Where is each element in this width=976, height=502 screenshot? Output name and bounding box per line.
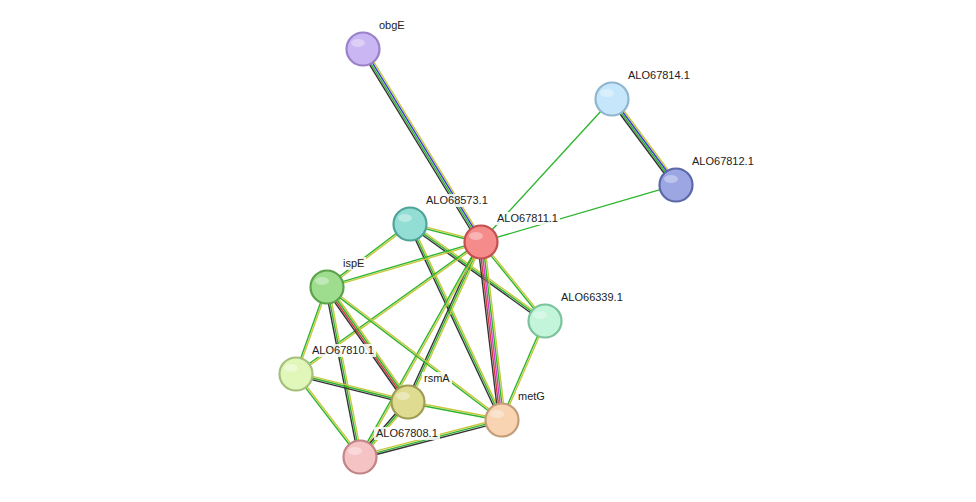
node-highlight <box>469 232 483 240</box>
interaction-edge <box>305 387 350 445</box>
protein-node: ALO67810.1 <box>278 356 314 392</box>
node-highlight <box>533 311 547 319</box>
node-label: metG <box>516 390 547 403</box>
interaction-edge <box>367 256 473 443</box>
evidence-line <box>332 303 359 441</box>
evidence-line <box>424 406 486 418</box>
evidence-line <box>369 257 474 443</box>
node-circle <box>390 384 426 420</box>
node-label: ALO68573.1 <box>424 194 490 207</box>
node-circle <box>596 83 629 116</box>
evidence-line <box>312 378 392 398</box>
node-circle <box>660 169 693 202</box>
protein-node: rsmA <box>390 384 426 420</box>
evidence-line <box>491 255 534 308</box>
node-highlight <box>348 447 362 455</box>
node-circle <box>311 271 344 304</box>
evidence-line <box>620 114 664 174</box>
evidence-line <box>330 303 357 441</box>
interaction-edge <box>491 254 536 308</box>
protein-node: metG <box>484 402 520 438</box>
node-circle <box>278 356 314 392</box>
node-circle <box>280 358 313 391</box>
evidence-line <box>307 387 351 444</box>
node-circle <box>465 226 498 259</box>
node-label: ALO67811.1 <box>495 212 560 225</box>
node-highlight <box>664 175 678 183</box>
evidence-line <box>424 404 486 416</box>
node-label: ALO67814.1 <box>626 69 692 82</box>
evidence-line <box>623 112 667 172</box>
evidence-line <box>341 235 398 278</box>
protein-node: ALO68573.1 <box>392 206 428 242</box>
node-circle <box>527 303 563 339</box>
node-circle <box>484 402 520 438</box>
evidence-line <box>485 258 502 403</box>
node-circle <box>392 206 428 242</box>
node-label: ALO66339.1 <box>559 291 625 304</box>
interaction-edge <box>480 258 504 404</box>
node-circle <box>594 81 630 117</box>
protein-node: ALO66339.1 <box>527 303 563 339</box>
node-circle <box>345 31 381 67</box>
evidence-line <box>492 254 535 307</box>
protein-node: ispE <box>309 269 345 305</box>
evidence-line <box>312 380 392 400</box>
evidence-line <box>621 113 665 173</box>
node-label: obgE <box>377 19 407 32</box>
node-circle <box>347 33 380 66</box>
protein-node: ALO67811.1 <box>463 224 499 260</box>
node-label: ALO67808.1 <box>374 427 440 440</box>
evidence-line <box>426 227 465 237</box>
evidence-line <box>367 256 472 442</box>
evidence-line <box>480 259 497 404</box>
node-highlight <box>490 410 504 418</box>
node-highlight <box>600 89 614 97</box>
evidence-line <box>305 388 349 445</box>
protein-node: ALO67814.1 <box>594 81 630 117</box>
node-label: ALO67812.1 <box>690 155 756 168</box>
protein-node: ALO67808.1 <box>342 439 378 475</box>
interaction-edge <box>312 376 393 399</box>
node-circle <box>463 224 499 260</box>
node-circle <box>529 305 562 338</box>
protein-node: obgE <box>345 31 381 67</box>
node-label: ALO67810.1 <box>310 344 376 357</box>
evidence-line <box>415 257 474 387</box>
node-highlight <box>398 214 412 222</box>
node-circle <box>486 404 519 437</box>
interaction-edge <box>415 238 496 406</box>
evidence-line <box>486 258 503 403</box>
evidence-line <box>624 111 668 171</box>
interaction-edge <box>620 111 668 174</box>
node-circle <box>392 386 425 419</box>
node-highlight <box>351 39 365 47</box>
evidence-line <box>416 258 475 388</box>
node-circle <box>342 439 378 475</box>
node-circle <box>658 167 694 203</box>
node-label: ispE <box>341 257 366 270</box>
protein-node: ALO67812.1 <box>658 167 694 203</box>
evidence-line <box>483 258 500 403</box>
node-highlight <box>396 392 410 400</box>
node-label: rsmA <box>422 372 452 385</box>
node-circle <box>309 269 345 305</box>
interaction-edge <box>340 233 398 277</box>
evidence-line <box>312 376 392 396</box>
node-circle <box>344 441 377 474</box>
node-highlight <box>284 364 298 372</box>
node-highlight <box>315 277 329 285</box>
interaction-edge <box>424 404 486 417</box>
node-circle <box>394 208 427 241</box>
interaction-edge <box>413 256 475 387</box>
evidence-line <box>481 259 498 404</box>
